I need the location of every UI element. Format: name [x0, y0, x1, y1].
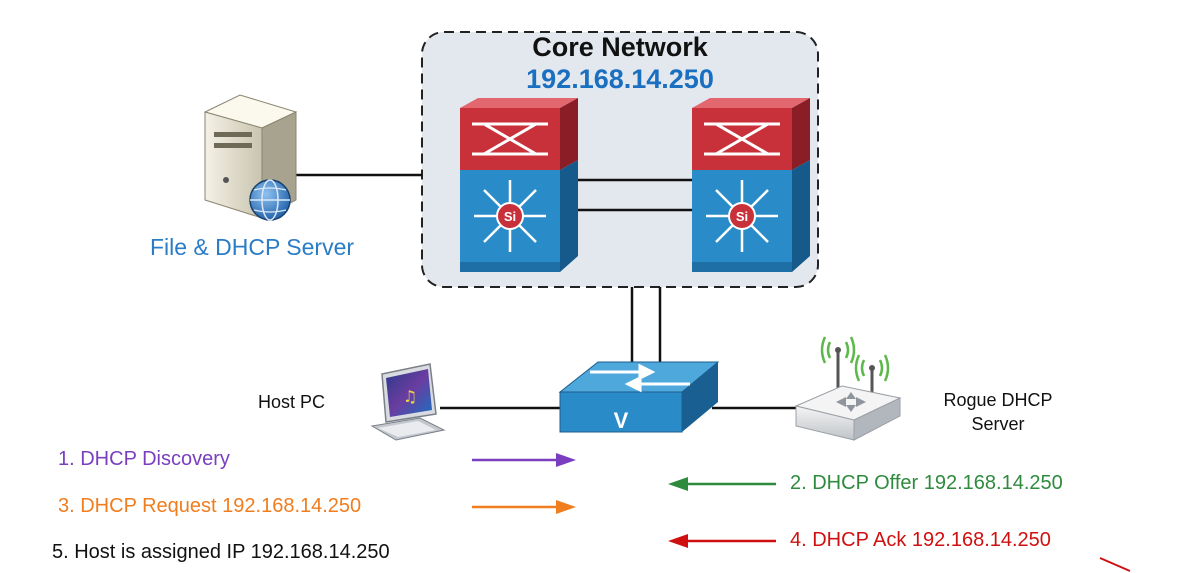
step-3-request: 3. DHCP Request 192.168.14.250 [58, 495, 362, 517]
host-pc-label: Host PC [258, 392, 326, 412]
ack-tail-stroke [1099, 557, 1131, 572]
core-network-title: Core Network [532, 32, 708, 62]
pc-icon[interactable]: ♫ [370, 363, 446, 441]
step-1-discovery: 1. DHCP Discovery [58, 448, 230, 470]
globe-icon [249, 179, 291, 221]
core-switch-icon[interactable]: Si [692, 98, 810, 272]
core-switch-label: Si [736, 209, 748, 224]
core-network-ip: 192.168.14.250 [526, 64, 714, 94]
connection-lines [296, 173, 800, 410]
arrow-request [472, 500, 576, 514]
rogue-dhcp-server-label: Rogue DHCP Server [943, 390, 1053, 434]
access-switch-icon[interactable]: V [558, 361, 720, 433]
step-4-ack: 4. DHCP Ack 192.168.14.250 [790, 529, 1051, 551]
file-dhcp-server-label: File & DHCP Server [149, 234, 355, 260]
svg-text:♫: ♫ [403, 387, 417, 406]
arrow-ack [668, 534, 776, 548]
wireless-router-icon[interactable] [794, 336, 902, 441]
step-5-assigned: 5. Host is assigned IP 192.168.14.250 [52, 541, 390, 563]
step-2-offer: 2. DHCP Offer 192.168.14.250 [790, 472, 1063, 494]
arrow-offer [668, 477, 776, 491]
arrow-discovery [472, 453, 576, 467]
access-switch-label: V [614, 408, 629, 433]
core-switch-icon[interactable]: Si [460, 98, 578, 272]
core-switch-label: Si [504, 209, 516, 224]
